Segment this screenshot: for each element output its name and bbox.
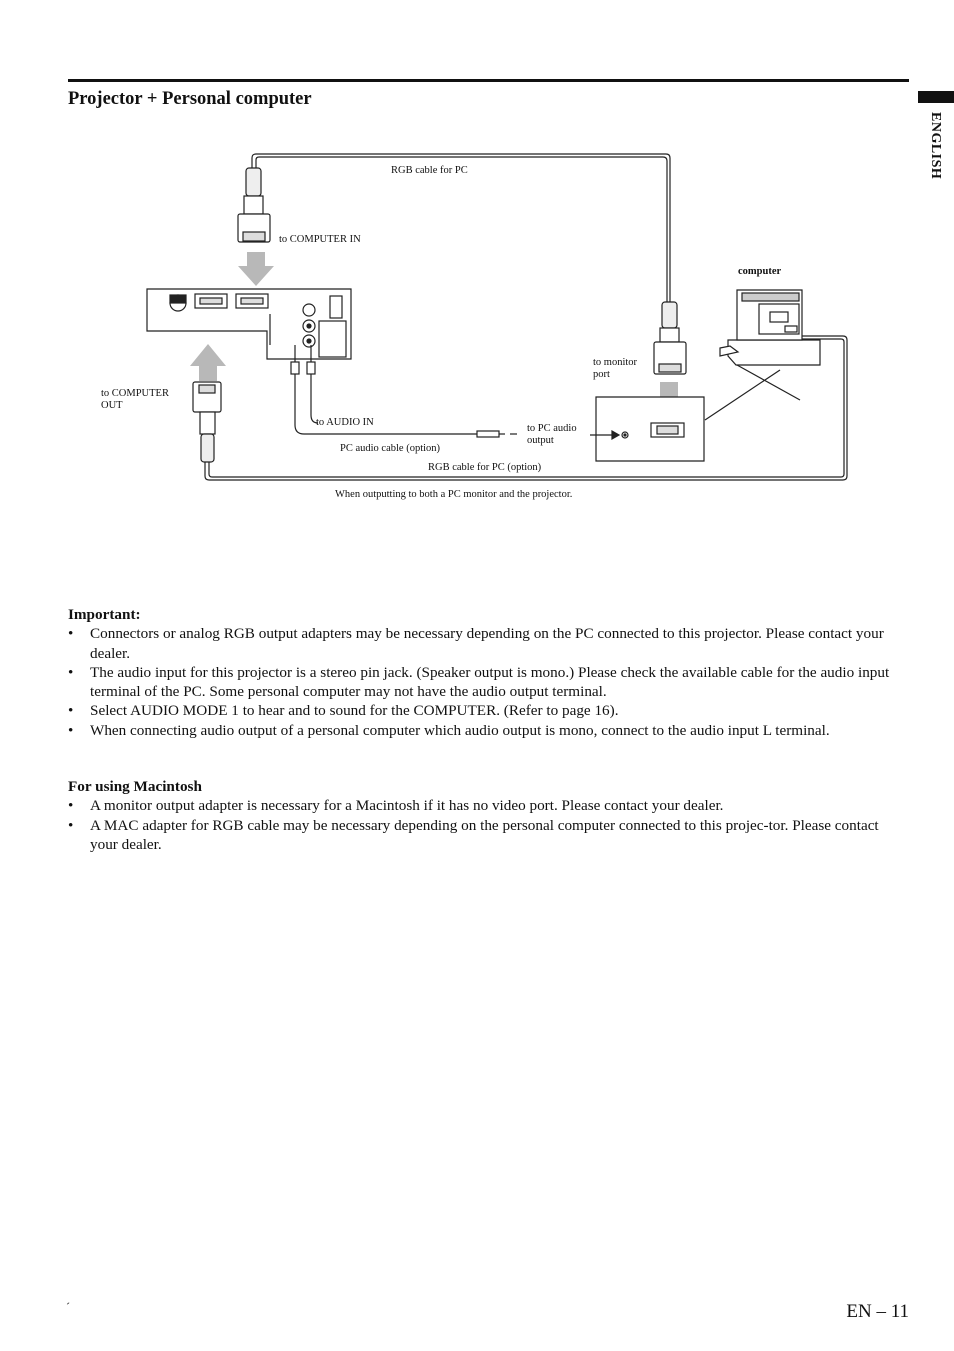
bullet-icon: •: [68, 816, 74, 834]
bullet-icon: •: [68, 625, 74, 643]
important-section: Important: • Connectors or analog RGB out…: [68, 605, 910, 740]
rgb-cable-option: [204, 335, 848, 481]
to-pc-audio-output-label-2: output: [527, 435, 554, 446]
bullet-icon: •: [68, 702, 74, 720]
language-tab-label: ENGLISH: [928, 112, 943, 180]
monitor-port-connector: [653, 301, 687, 375]
computer-icon: [719, 289, 821, 401]
computer-in-connector: [237, 167, 271, 243]
list-item: • Select AUDIO MODE 1 to hear and to soun…: [68, 701, 910, 720]
projector-panel: [146, 288, 352, 360]
to-computer-out-label-1: to COMPUTER: [101, 388, 169, 399]
computer-label: computer: [738, 266, 781, 277]
arrow-up-icon: [190, 344, 226, 381]
list-item-text: Connectors or analog RGB output adapters…: [90, 625, 884, 662]
list-item-text: The audio input for this projector is a …: [90, 663, 890, 701]
to-monitor-port-label-1: to monitor: [593, 357, 638, 368]
list-item-text: Select AUDIO MODE 1 to hear and to sound…: [90, 702, 619, 720]
bullet-icon: •: [68, 663, 74, 681]
page-number: EN – 11: [846, 1301, 909, 1322]
macintosh-list: • A monitor output adapter is necessary f…: [68, 796, 910, 854]
to-audio-in-label: to AUDIO IN: [316, 417, 374, 428]
pc-box: [590, 396, 705, 462]
list-item: • When connecting audio output of a perso…: [68, 721, 910, 740]
computer-out-connector: [192, 381, 222, 463]
corner-mark: ´: [66, 1300, 70, 1314]
rgb-cable-top-label: RGB cable for PC: [391, 165, 468, 176]
bullet-icon: •: [68, 797, 74, 815]
to-computer-in-label: to COMPUTER IN: [279, 234, 361, 245]
list-item-text: A monitor output adapter is necessary fo…: [90, 797, 724, 815]
rgb-cable-option-label: RGB cable for PC (option): [428, 462, 542, 473]
rgb-cable-top: [251, 153, 671, 303]
important-heading: Important:: [68, 606, 141, 623]
section-title: Projector + Personal computer: [68, 89, 312, 109]
to-monitor-port-label-2: port: [593, 369, 610, 380]
list-item-text: A MAC adapter for RGB cable may be neces…: [90, 816, 879, 853]
list-item: • A MAC adapter for RGB cable may be nece…: [68, 816, 910, 855]
diagram-caption: When outputting to both a PC monitor and…: [335, 489, 572, 500]
pc-audio-cable-label: PC audio cable (option): [340, 443, 441, 454]
to-computer-out-label-2: OUT: [101, 400, 123, 411]
language-tab-bar: [918, 91, 954, 103]
important-list: • Connectors or analog RGB output adapter…: [68, 624, 910, 740]
computer-link-line: [704, 369, 781, 421]
bullet-icon: •: [68, 721, 74, 739]
list-item: • Connectors or analog RGB output adapter…: [68, 624, 910, 663]
connection-diagram: RGB cable for PC to COMPUTER IN computer…: [101, 153, 848, 500]
list-item: • The audio input for this projector is a…: [68, 663, 910, 702]
macintosh-section: For using Macintosh • A monitor output ad…: [68, 777, 910, 854]
arrow-down-icon: [238, 252, 274, 286]
list-item: • A monitor output adapter is necessary f…: [68, 796, 910, 815]
to-pc-audio-output-label-1: to PC audio: [527, 423, 577, 434]
top-rule: [68, 79, 909, 82]
list-item-text: When connecting audio output of a person…: [90, 721, 830, 739]
audio-cable: [290, 345, 517, 438]
macintosh-heading: For using Macintosh: [68, 778, 202, 795]
